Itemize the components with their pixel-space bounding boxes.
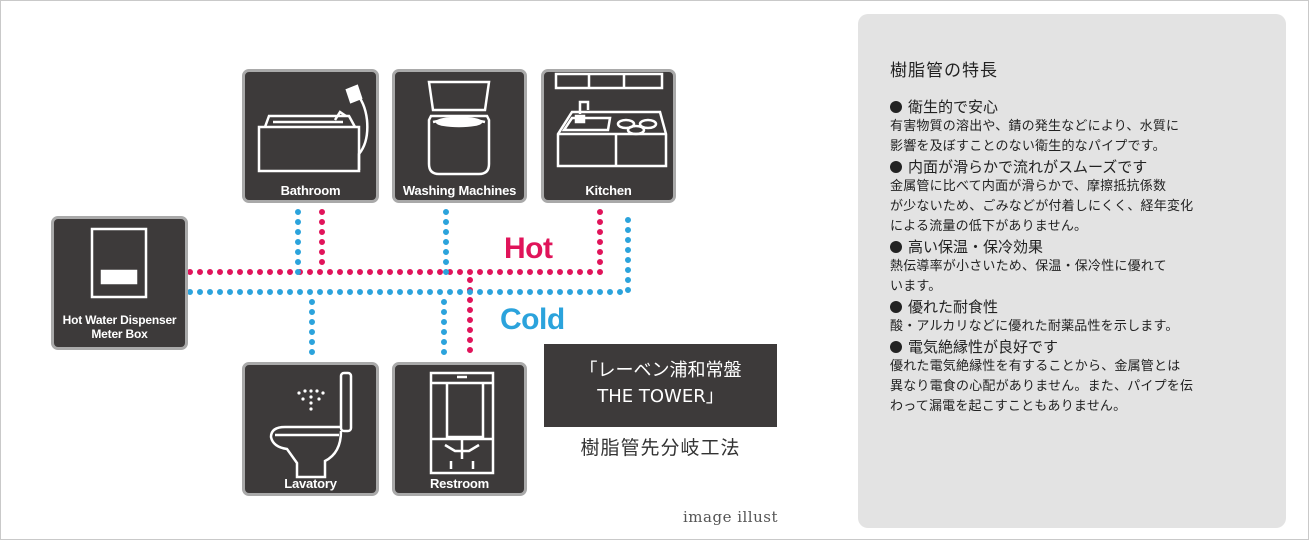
feature-heading-text: 内面が滑らかで流れがスムーズです <box>908 158 1148 176</box>
meter-box-label-line2: Meter Box <box>91 327 148 341</box>
cold-pipe-main <box>187 209 631 295</box>
kitchen-counter-icon <box>554 72 668 168</box>
washing-machines-label: Washing Machines <box>402 183 517 198</box>
bullet-icon <box>890 161 902 173</box>
pipe-lines <box>187 205 631 363</box>
bathroom-tile: Bathroom <box>242 69 379 203</box>
washing-machine-icon <box>427 80 491 176</box>
feature-body-line: います。 <box>890 279 942 294</box>
lavatory-label: Lavatory <box>284 476 337 491</box>
feature-heading: 高い保温・保冷効果 <box>890 237 1268 257</box>
feature-heading: 優れた耐食性 <box>890 297 1268 317</box>
piping-diagram: Hot Cold Bathroom Washing Machines <box>51 69 778 526</box>
kitchen-label: Kitchen <box>585 183 632 198</box>
building-name-line1: 「レーベン浦和常盤 <box>579 360 742 381</box>
features-panel: 樹脂管の特長 衛生的で安心有害物質の溶出や、錆の発生などにより、水質に影響を及ぼ… <box>858 14 1286 528</box>
feature-heading-text: 高い保温・保冷効果 <box>908 238 1044 256</box>
feature-heading-text: 衛生的で安心 <box>908 98 999 116</box>
method-caption: 樹脂管先分岐工法 <box>580 437 741 459</box>
feature-body-line: わって漏電を起こすこともありません。 <box>890 399 1127 414</box>
bullet-icon <box>890 241 902 253</box>
meter-box-tile: Hot Water Dispenser Meter Box <box>51 216 188 350</box>
bullet-icon <box>890 101 902 113</box>
bathtub-shower-icon <box>257 84 369 173</box>
feature-body-line: 影響を及ぼすことのない衛生的なパイプです。 <box>890 139 1166 154</box>
hot-label: Hot <box>504 232 553 265</box>
feature-body-line: が少ないため、ごみなどが付着しにくく、経年変化 <box>890 199 1194 214</box>
feature-heading-text: 電気絶縁性が良好です <box>908 338 1059 356</box>
hot-pipe-main <box>187 205 603 275</box>
panel-title: 樹脂管の特長 <box>890 61 998 81</box>
meter-box-label: Hot Water Dispenser Meter Box <box>54 313 185 341</box>
feature-list: 衛生的で安心有害物質の溶出や、錆の発生などにより、水質に影響を及ぼすことのない衛… <box>890 97 1268 417</box>
building-name-box: 「レーベン浦和常盤 THE TOWER」 <box>544 344 777 427</box>
feature-body-line: 優れた電気絶縁性を有することから、金属管とは <box>890 359 1181 374</box>
feature-body-line: 異なり電食の心配がありません。また、パイプを伝 <box>890 379 1194 394</box>
feature-body-line: 酸・アルカリなどに優れた耐薬品性を示します。 <box>890 319 1179 334</box>
cold-label: Cold <box>500 303 565 336</box>
restroom-tile: Restroom <box>392 362 527 496</box>
feature-body-line: 熱伝導率が小さいため、保温・保冷性に優れて <box>890 259 1167 274</box>
water-heater-icon <box>90 227 148 299</box>
bathroom-label: Bathroom <box>280 183 341 198</box>
washing-machine-tile: Washing Machines <box>392 69 527 203</box>
feature-heading: 内面が滑らかで流れがスムーズです <box>890 157 1268 177</box>
feature-heading: 衛生的で安心 <box>890 97 1268 117</box>
building-name-line2: THE TOWER」 <box>597 386 724 407</box>
feature-heading: 電気絶縁性が良好です <box>890 337 1268 357</box>
bullet-icon <box>890 301 902 313</box>
vanity-unit-icon <box>429 371 495 475</box>
restroom-label: Restroom <box>429 476 490 491</box>
feature-body-line: 有害物質の溶出や、錆の発生などにより、水質に <box>890 119 1180 134</box>
image-illust-note: image illust <box>683 508 778 526</box>
feature-heading-text: 優れた耐食性 <box>908 298 999 316</box>
lavatory-tile: Lavatory <box>242 362 379 496</box>
feature-body-line: による流量の低下がありません。 <box>890 219 1088 234</box>
bullet-icon <box>890 341 902 353</box>
kitchen-tile: Kitchen <box>541 69 676 203</box>
toilet-icon <box>269 371 353 479</box>
meter-box-label-line1: Hot Water Dispenser <box>62 313 177 327</box>
feature-body-line: 金属管に比べて内面が滑らかで、摩擦抵抗係数 <box>890 179 1167 194</box>
